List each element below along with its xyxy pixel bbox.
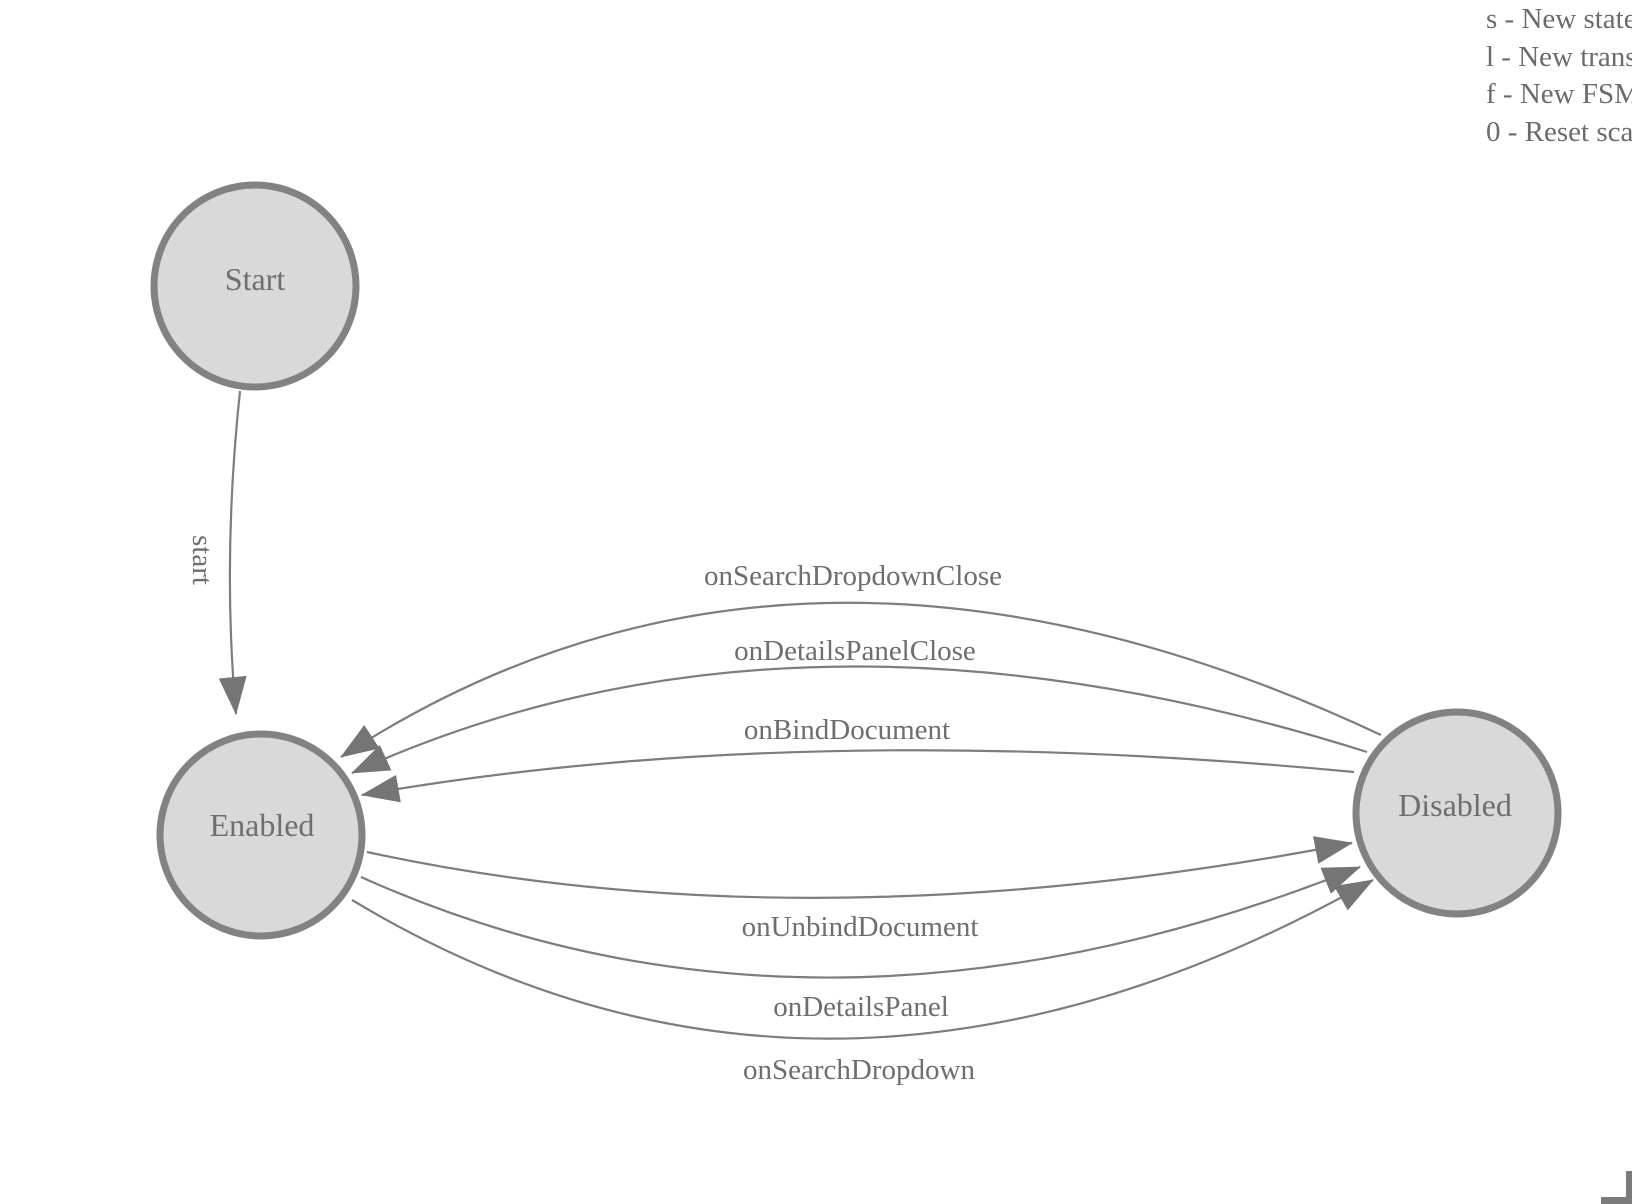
transition-label-ondetailspanelclose: onDetailsPanelClose [734, 635, 976, 667]
legend-item-reset-scale: 0 - Reset scale [1486, 115, 1632, 148]
state-node-enabled[interactable] [156, 730, 366, 940]
transition-label-onunbinddocument: onUnbindDocument [742, 911, 979, 943]
shortcut-legend: s - New state l - New transition f - New… [1486, 1, 1632, 151]
transition-edge-ondetailspanelclose[interactable] [351, 665, 1368, 775]
transition-label-onbinddocument: onBindDocument [744, 714, 950, 746]
transition-edge-onsearchdropdownclose[interactable] [340, 601, 1382, 758]
transition-edge-onbinddocument[interactable] [361, 749, 1355, 803]
legend-item-new-state: s - New state [1486, 3, 1632, 35]
transition-label-ondetailspanel: onDetailsPanel [773, 991, 949, 1023]
transition-label-onsearchdropdown: onSearchDropdown [743, 1054, 975, 1086]
transition-edge-onunbinddocument[interactable] [366, 836, 1353, 899]
transition-edge-start[interactable] [218, 390, 247, 715]
transition-label-onsearchdropdownclose: onSearchDropdownClose [704, 560, 1002, 592]
state-label-start: Start [225, 261, 286, 297]
offscreen-box-corner [1601, 1171, 1632, 1204]
state-node-disabled[interactable] [1352, 708, 1562, 918]
state-node-start[interactable] [150, 181, 360, 391]
legend-item-new-fsm: f - New FSM [1486, 78, 1632, 110]
state-label-enabled: Enabled [210, 807, 315, 843]
legend-item-new-transition: l - New transition [1486, 40, 1632, 73]
transition-label-start: start [186, 535, 218, 585]
transition-edge-ondetailspanel[interactable] [360, 865, 1361, 979]
transition-edge-onsearchdropdown[interactable] [351, 879, 1374, 1040]
state-label-disabled: Disabled [1398, 787, 1512, 823]
